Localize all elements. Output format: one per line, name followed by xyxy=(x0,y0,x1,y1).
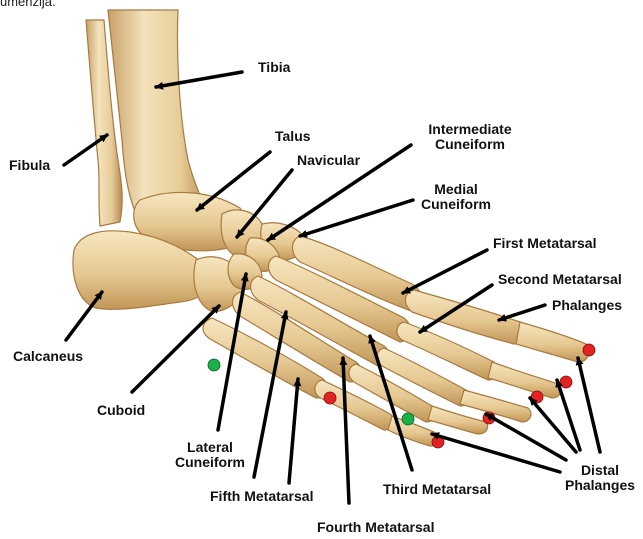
green-marker xyxy=(402,413,414,425)
leader-first-metatarsal xyxy=(403,250,487,293)
label-calcaneus: Calcaneus xyxy=(13,349,83,364)
label-fifth-metatarsal: Fifth Metatarsal xyxy=(210,489,313,504)
label-first-metatarsal: First Metatarsal xyxy=(493,236,596,251)
leader-distal-2 xyxy=(557,380,580,450)
label-phalanges: Phalanges xyxy=(552,298,622,313)
leader-phalanges xyxy=(499,305,545,320)
label-medial-cuneiform: Medial Cuneiform xyxy=(413,182,499,212)
leader-fifth-metatarsal xyxy=(254,312,286,477)
phalanx-2-distal xyxy=(488,362,561,398)
leader-fourth-metatarsal-a xyxy=(289,379,298,483)
red-marker xyxy=(324,392,336,404)
label-navicular: Navicular xyxy=(297,153,360,168)
label-cuboid: Cuboid xyxy=(97,403,145,418)
leader-distal-5 xyxy=(432,434,560,472)
red-marker xyxy=(560,376,572,388)
label-intermediate-cuneiform: Intermediate Cuneiform xyxy=(415,122,525,152)
green-marker xyxy=(208,359,220,371)
leader-cuboid xyxy=(132,306,219,392)
label-lateral-cuneiform: Lateral Cuneiform xyxy=(172,440,248,470)
tibia-bone xyxy=(108,10,210,222)
bones xyxy=(73,10,589,446)
label-second-metatarsal: Second Metatarsal xyxy=(498,272,622,287)
label-distal-phalanges: Distal Phalanges xyxy=(558,463,642,493)
label-talus: Talus xyxy=(275,129,311,144)
label-third-metatarsal: Third Metatarsal xyxy=(383,482,491,497)
phalanx-4-distal xyxy=(428,406,488,434)
leader-talus xyxy=(197,152,270,210)
label-tibia: Tibia xyxy=(258,60,290,75)
leader-distal-1 xyxy=(578,358,600,452)
red-marker xyxy=(583,344,595,356)
header-text-fragment: umenzija. xyxy=(0,0,56,9)
label-fibula: Fibula xyxy=(9,158,50,173)
label-fourth-metatarsal: Fourth Metatarsal xyxy=(317,520,434,535)
phalanx-3-distal xyxy=(460,390,531,422)
phalanx-1-distal xyxy=(516,322,589,362)
